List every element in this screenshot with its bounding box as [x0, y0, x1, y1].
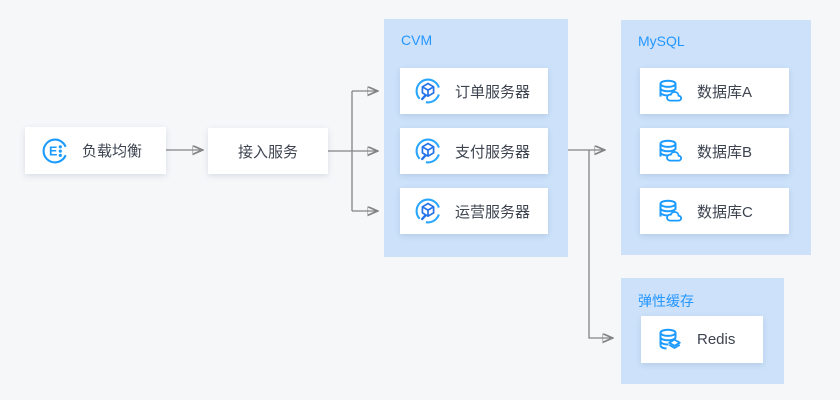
node-order-server-label: 订单服务器: [455, 83, 531, 101]
branch-access-trunk: [328, 91, 353, 211]
node-database-b[interactable]: 数据库B: [640, 128, 789, 174]
arrow-cvm-to-cache: [588, 150, 612, 338]
cloud-database-icon: [655, 76, 685, 106]
group-mysql-title: MySQL: [638, 33, 685, 49]
cvm-server-icon: [413, 196, 443, 226]
group-cvm-title: CVM: [401, 32, 433, 48]
cloud-database-icon: [655, 196, 685, 226]
node-load-balancer[interactable]: E 负载均衡: [25, 127, 166, 174]
cloud-database-icon: [655, 136, 685, 166]
cvm-server-icon: [413, 136, 443, 166]
node-redis-label: Redis: [697, 331, 736, 348]
node-database-a-label: 数据库A: [697, 83, 753, 101]
node-order-server[interactable]: 订单服务器: [400, 68, 548, 114]
node-access-service-label: 接入服务: [237, 143, 298, 161]
node-load-balancer-label: 负载均衡: [82, 143, 143, 160]
load-balancer-icon: E: [40, 136, 70, 166]
node-access-service[interactable]: 接入服务: [208, 128, 328, 174]
node-database-a[interactable]: 数据库A: [640, 68, 789, 114]
node-ops-server[interactable]: 运营服务器: [400, 188, 548, 234]
group-elastic-cache-title: 弹性缓存: [638, 293, 694, 309]
node-redis[interactable]: Redis: [641, 316, 763, 363]
cvm-server-icon: [413, 76, 443, 106]
node-payment-server-label: 支付服务器: [455, 143, 531, 161]
node-database-c[interactable]: 数据库C: [640, 188, 789, 234]
redis-database-icon: [655, 325, 685, 355]
node-payment-server[interactable]: 支付服务器: [400, 128, 548, 174]
node-ops-server-label: 运营服务器: [455, 203, 531, 221]
node-database-b-label: 数据库B: [697, 143, 753, 161]
svg-text:E: E: [49, 144, 57, 158]
node-database-c-label: 数据库C: [697, 203, 753, 221]
